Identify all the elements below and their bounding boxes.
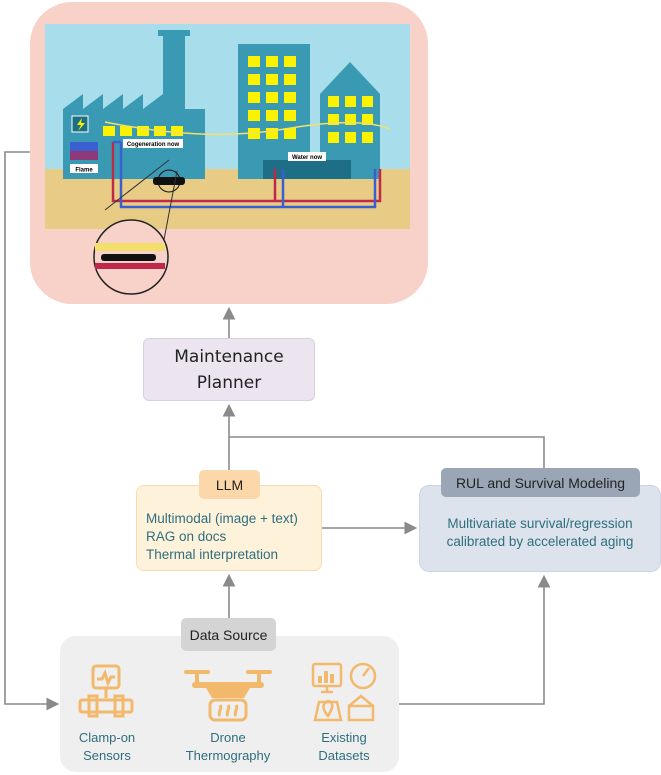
ds-item-datasets: Existing Datasets (298, 729, 390, 765)
facility-scene: Flame Cogeneration now Water now (45, 24, 410, 229)
rul-modeling-box: Multivariate survival/regression calibra… (419, 485, 661, 572)
llm-line-1: Multimodal (image + text) (146, 511, 298, 526)
ds-to-rul-arrow (399, 574, 551, 705)
planner-title-line1: Maintenance (174, 346, 284, 367)
llm-title: LLM (199, 470, 260, 499)
water-label: Water now (292, 155, 322, 161)
ds-item-datasets-line1: Existing (321, 730, 367, 745)
ds-item-drone: Drone Thermography (178, 729, 278, 765)
ds-item-datasets-line2: Datasets (318, 748, 370, 763)
llm-box: Multimodal (image + text) RAG on docs Th… (136, 485, 322, 571)
ds-item-clamp-line2: Sensors (83, 748, 131, 763)
rul-line-1: Multivariate survival/regression (447, 516, 633, 531)
ds-item-drone-line1: Drone (210, 730, 246, 745)
flame-label: Flame (75, 168, 93, 174)
data-source-title: Data Source (181, 618, 276, 651)
ds-item-drone-line2: Thermography (185, 748, 271, 763)
rul-to-planner-line (229, 436, 545, 468)
llm-line-3: Thermal interpretation (146, 547, 279, 562)
clamp-sensor-icon (78, 664, 134, 718)
feedback-arrow (4, 151, 60, 711)
maintenance-planner-box: Maintenance Planner (143, 338, 315, 401)
datasets-icon (311, 662, 377, 722)
pipe-zoom-detail (93, 159, 178, 295)
rul-title: RUL and Survival Modeling (441, 468, 640, 497)
cogeneration-label: Cogeneration now (127, 142, 180, 148)
drone-icon (184, 670, 272, 722)
ds-item-clamp: Clamp-on Sensors (62, 729, 152, 765)
ds-item-clamp-line1: Clamp-on (78, 730, 136, 745)
llm-line-2: RAG on docs (146, 529, 227, 544)
planner-title-line2: Planner (196, 372, 262, 393)
rul-line-2: calibrated by accelerated aging (446, 534, 634, 549)
